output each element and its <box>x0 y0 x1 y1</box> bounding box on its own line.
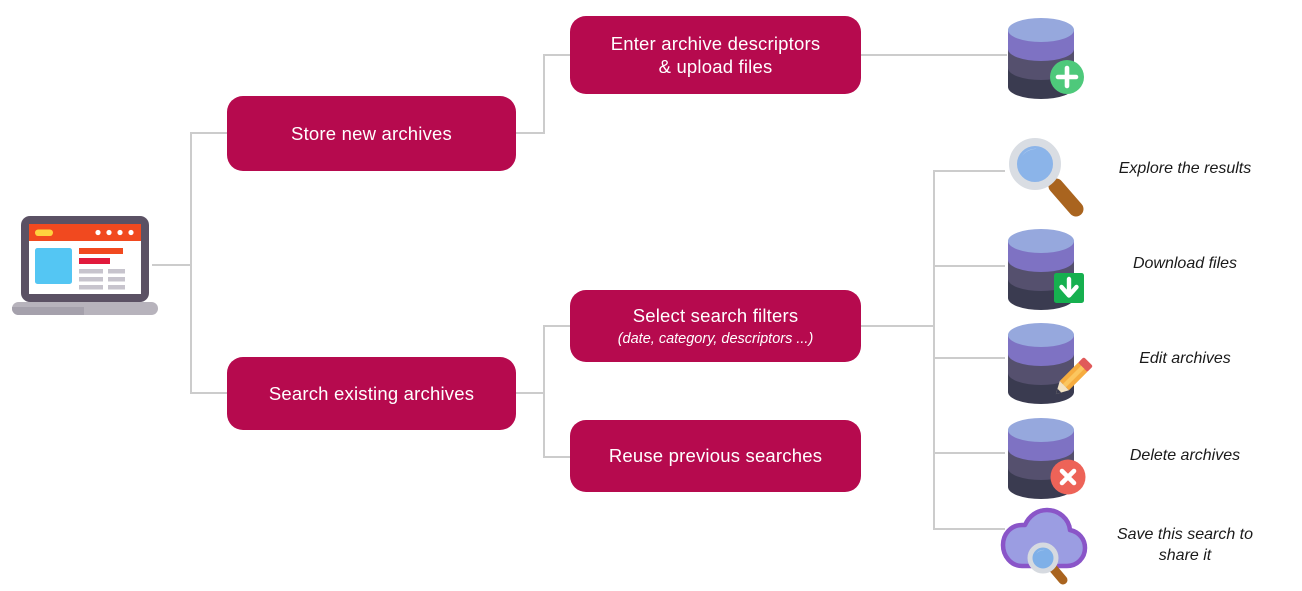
outcome-label-save-share: Save this search to share it <box>1116 526 1254 564</box>
connector-line <box>861 54 1007 56</box>
connector-line <box>861 325 933 327</box>
connector-line <box>933 170 935 530</box>
cloud-search-icon <box>1000 506 1088 588</box>
node-search-existing-archives: Search existing archives <box>227 357 516 430</box>
outcome-label-edit: Edit archives <box>1139 350 1231 367</box>
node-label-line2: & upload files <box>658 56 773 77</box>
connector-line <box>933 452 1005 454</box>
node-sublabel: (date, category, descriptors ...) <box>617 330 814 347</box>
database-edit-icon <box>1006 322 1098 414</box>
connector-line <box>543 325 570 327</box>
connector-line <box>152 264 190 266</box>
connector-line <box>933 528 1005 530</box>
connector-line <box>190 132 192 394</box>
connector-line <box>543 54 545 134</box>
connector-line <box>543 54 570 56</box>
node-select-search-filters: Select search filters (date, category, d… <box>570 290 861 362</box>
node-reuse-previous-searches: Reuse previous searches <box>570 420 861 492</box>
outcome-label-delete: Delete archives <box>1129 447 1241 464</box>
connector-line <box>190 132 227 134</box>
node-store-new-archives: Store new archives <box>227 96 516 171</box>
database-add-icon <box>1006 17 1098 109</box>
connector-line <box>190 392 227 394</box>
node-label: Reuse previous searches <box>608 445 823 467</box>
database-delete-icon <box>1006 417 1098 509</box>
connector-line <box>933 357 1005 359</box>
node-label: Search existing archives <box>268 382 475 404</box>
database-download-icon <box>1006 228 1098 320</box>
outcome-label-explore: Explore the results <box>1118 160 1252 177</box>
connector-line <box>933 265 1005 267</box>
connector-line <box>543 325 545 458</box>
connector-line <box>543 456 570 458</box>
node-label-line1: Enter archive descriptors <box>610 32 821 54</box>
node-enter-archive-descriptors: Enter archive descriptors & upload files <box>570 16 861 94</box>
connector-line <box>933 170 1005 172</box>
node-label: Select search filters <box>632 305 799 327</box>
laptop-icon <box>12 216 158 316</box>
outcome-label-download: Download files <box>1132 255 1238 272</box>
node-label: Store new archives <box>291 122 452 144</box>
connector-line <box>516 392 543 394</box>
connector-line <box>516 132 543 134</box>
magnifier-icon <box>1004 134 1092 222</box>
